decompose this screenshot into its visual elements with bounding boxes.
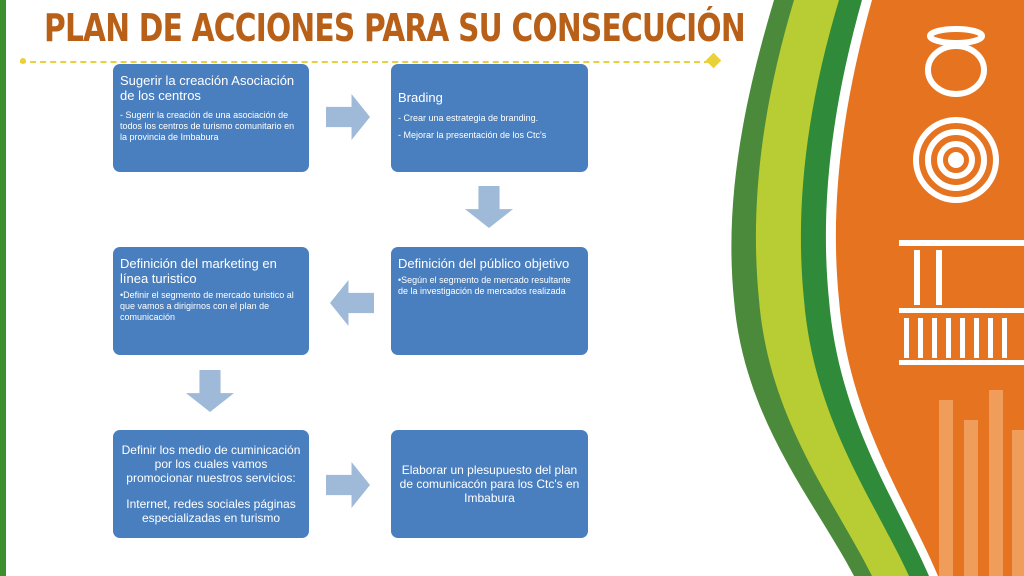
step-5-body: Internet, redes sociales páginas especia… bbox=[126, 497, 296, 525]
step-3-body: •Según el segmento de mercado resultante… bbox=[398, 275, 571, 296]
step-5-heading: Definir los medio de cuminicación por lo… bbox=[121, 443, 301, 485]
left-edge-bar bbox=[0, 0, 6, 576]
title-underline bbox=[20, 61, 710, 63]
step-3-heading: Definición del público objetivo bbox=[398, 256, 570, 271]
step-box-1: Sugerir la creación Asociación de los ce… bbox=[113, 64, 309, 172]
column-bars bbox=[939, 390, 1024, 576]
step-4-heading: Definición del marketing en línea turist… bbox=[120, 256, 277, 286]
step-2-item-1: - Crear una estrategia de branding. bbox=[398, 113, 539, 123]
arrow-left-1 bbox=[330, 280, 374, 326]
spiral-icon bbox=[913, 117, 999, 203]
step-box-5: Definir los medio de cuminicación por lo… bbox=[113, 430, 309, 538]
decorative-side-panel bbox=[731, 0, 1024, 576]
pot-icon bbox=[925, 26, 987, 97]
slide-title: PLAN DE ACCIONES PARA SU CONSECUCIÓN bbox=[44, 6, 746, 50]
step-box-3: Definición del público objetivo •Según e… bbox=[391, 247, 588, 355]
arrow-right-1 bbox=[326, 94, 370, 140]
step-1-body: - Sugerir la creación de una asociación … bbox=[120, 110, 295, 142]
step-2-heading: Brading bbox=[398, 90, 443, 105]
step-box-4: Definición del marketing en línea turist… bbox=[113, 247, 309, 355]
arrow-down-1 bbox=[465, 186, 513, 228]
step-6-heading: Elaborar un plesupuesto del plan de comu… bbox=[399, 463, 580, 505]
arrow-down-2 bbox=[186, 370, 234, 412]
step-2-item-2: - Mejorar la presentación de los Ctc's bbox=[398, 130, 547, 140]
step-4-body: •Definir el segmento de mercado turistic… bbox=[120, 290, 294, 322]
step-box-2: Brading - Crear una estrategia de brandi… bbox=[391, 64, 588, 172]
step-1-heading: Sugerir la creación Asociación de los ce… bbox=[120, 73, 295, 103]
step-box-6: Elaborar un plesupuesto del plan de comu… bbox=[391, 430, 588, 538]
balcony-icon bbox=[899, 240, 1024, 365]
arrow-right-2 bbox=[326, 462, 370, 508]
